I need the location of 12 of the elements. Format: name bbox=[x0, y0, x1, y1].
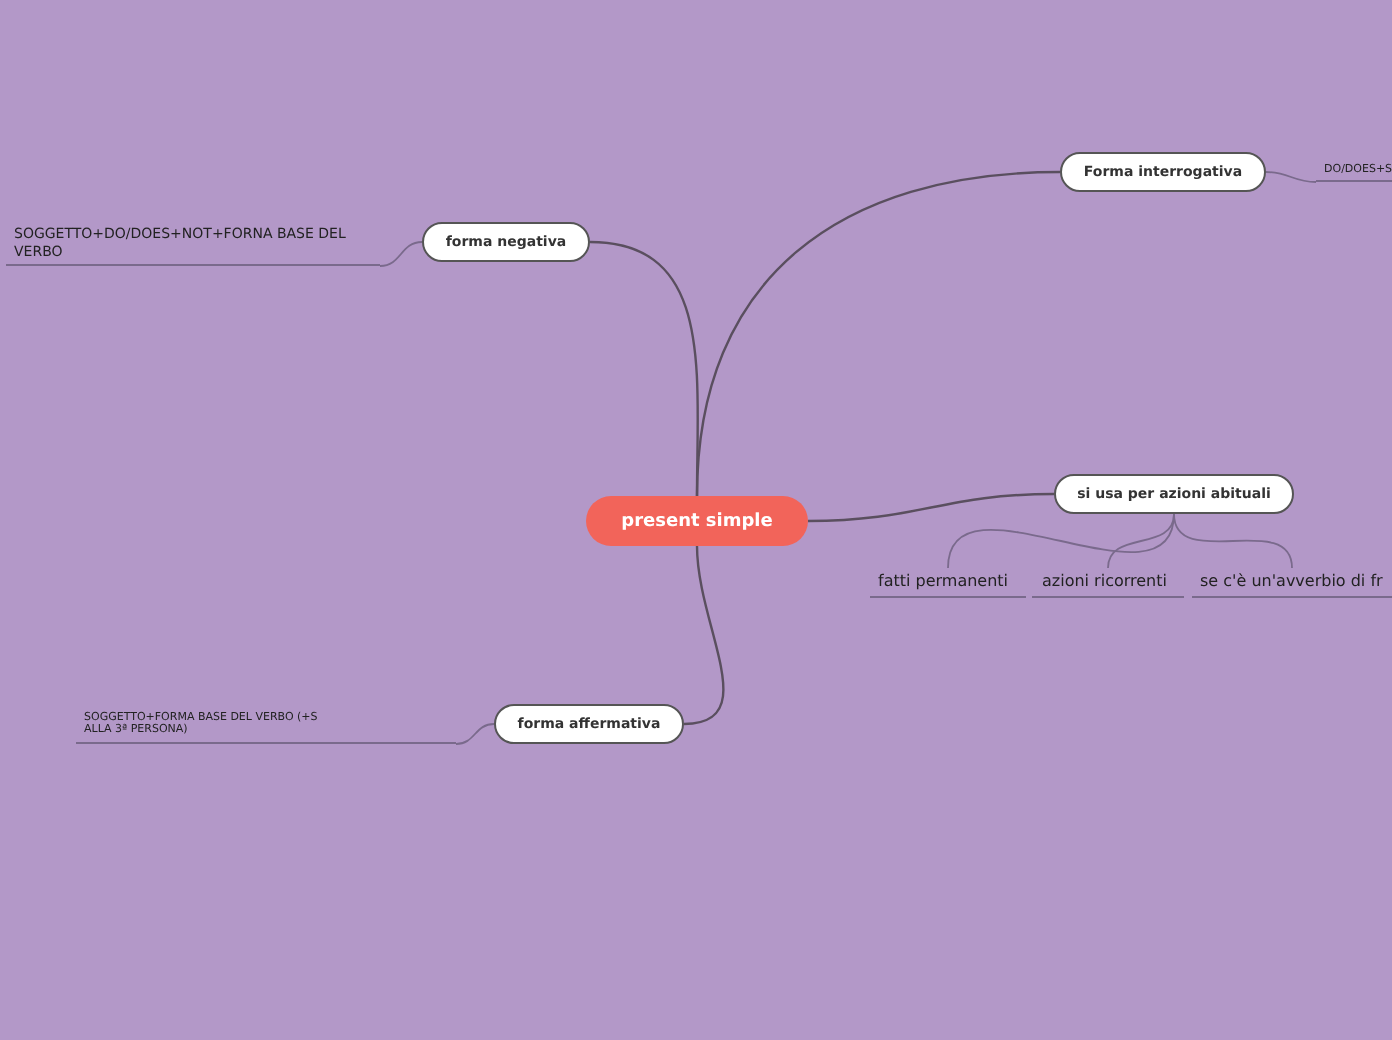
connector-line bbox=[1107, 513, 1175, 569]
central-topic: present simple bbox=[586, 496, 808, 546]
connector-line bbox=[1265, 171, 1317, 183]
connector-line bbox=[1173, 513, 1293, 569]
subtopic-text: fatti permanenti bbox=[870, 568, 1026, 598]
subtopic-text: azioni ricorrenti bbox=[1032, 568, 1184, 598]
connector-line bbox=[683, 545, 725, 726]
connector-line bbox=[589, 240, 699, 496]
connector-line bbox=[455, 723, 495, 745]
connector-line bbox=[379, 241, 423, 267]
subtopic-text: se c'è un'avverbio di fr bbox=[1192, 568, 1392, 598]
connector-line bbox=[807, 492, 1055, 523]
